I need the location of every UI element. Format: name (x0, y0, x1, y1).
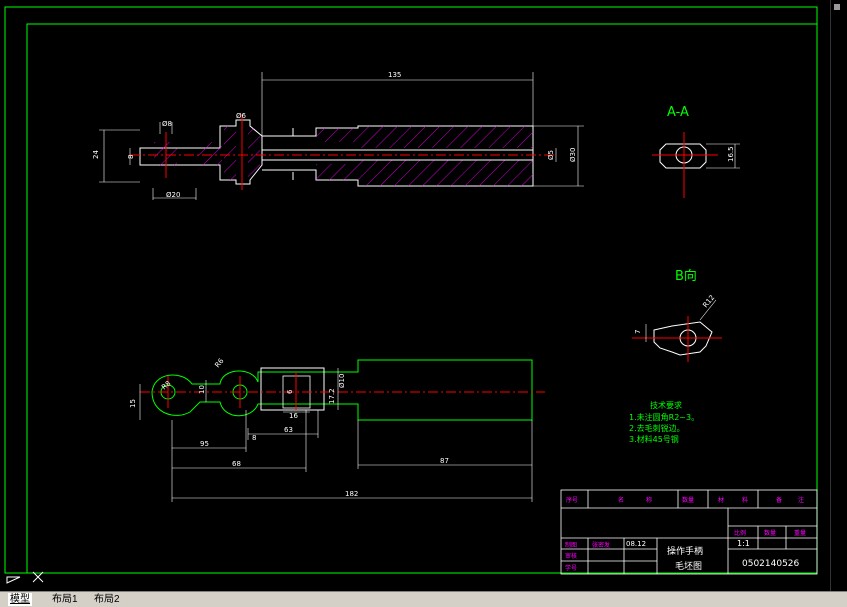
tb-header-name2: 称 (646, 496, 652, 504)
tab-layout1[interactable]: 布局1 (52, 594, 78, 605)
layout-tab-bar: 模型 布局1 布局2 (0, 591, 847, 607)
tb-row-drawn: 制图 (565, 541, 577, 549)
drawing-svg: 135 24 8 Ø8 Ø6 Ø20 Ø30 Ø5 A-A 16.5 B向 R1… (4, 6, 818, 584)
tb-header-mat1: 材 (718, 496, 724, 504)
dim-24: 24 (92, 150, 100, 159)
inner-border (26, 23, 818, 574)
title-block (560, 489, 818, 575)
tb-header-name1: 名 (618, 496, 624, 504)
vertical-scrollbar[interactable] (830, 0, 847, 591)
scroll-thumb[interactable] (834, 4, 840, 10)
tb-part-name: 操作手柄 (667, 545, 703, 557)
tb-drawing-type: 毛坯图 (675, 560, 702, 572)
dim-6: 6 (286, 389, 294, 394)
dim-10: 10 (198, 385, 206, 394)
tb-header-qty: 数量 (682, 496, 694, 504)
tb-designer: 张密发 (592, 541, 610, 549)
note-line-1: 1.未注圆角R2~3。 (629, 412, 699, 422)
dim-r12: R12 (701, 294, 716, 310)
dim-phi30: Ø30 (569, 148, 577, 162)
dim-phi8: Ø8 (162, 120, 172, 128)
dim-r6: R6 (213, 357, 225, 370)
dim-phi20: Ø20 (166, 191, 180, 199)
tab-layout2[interactable]: 布局2 (94, 594, 120, 605)
outer-border (4, 6, 818, 574)
dim-182: 182 (345, 490, 358, 498)
dim-16: 16 (289, 412, 298, 420)
tb-date: 08.12 (626, 540, 646, 548)
tb-scale-header: 比例 (734, 529, 746, 537)
dim-8b: 8 (252, 434, 256, 442)
dim-135: 135 (388, 71, 401, 79)
front-section-view (99, 72, 584, 200)
note-line-3: 3.材料45号钢 (629, 434, 679, 444)
top-view (139, 359, 545, 502)
tb-row-id: 学号 (565, 564, 577, 572)
dim-17-2: 17.2 (328, 388, 336, 404)
dim-15: 15 (129, 399, 137, 408)
dim-95: 95 (200, 440, 209, 448)
tb-header-mat2: 料 (742, 496, 748, 504)
tb-header-rem2: 注 (798, 496, 804, 504)
section-a-a (652, 132, 740, 198)
tb-header-rem1: 备 (776, 496, 782, 504)
dim-phi5: Ø5 (547, 150, 555, 160)
dim-68: 68 (232, 460, 241, 468)
dim-r8: R8 (160, 379, 172, 391)
dim-phi10: Ø10 (338, 374, 346, 388)
view-b-label: B向 (675, 268, 697, 284)
dim-16-5: 16.5 (727, 146, 735, 162)
dim-phi6: Ø6 (236, 112, 247, 120)
dim-63: 63 (284, 426, 293, 434)
ucs-icon (6, 571, 44, 584)
tb-row-checked: 审核 (565, 552, 577, 560)
note-line-2: 2.去毛刺锐边。 (629, 423, 685, 433)
tb-scale-value: 1:1 (737, 539, 750, 548)
dim-8: 8 (127, 155, 135, 159)
dim-87: 87 (440, 457, 449, 465)
tab-model[interactable]: 模型 (8, 593, 32, 606)
dim-7: 7 (634, 330, 642, 334)
view-b (632, 299, 722, 362)
tb-header-no: 序号 (566, 496, 578, 504)
cad-drawing-canvas[interactable]: 135 24 8 Ø8 Ø6 Ø20 Ø30 Ø5 A-A 16.5 B向 R1… (0, 0, 847, 591)
section-a-a-label: A-A (667, 105, 689, 120)
tb-weight-header: 重量 (794, 529, 806, 537)
tb-drawing-no: 0502140526 (742, 559, 800, 569)
tb-qty-header: 数量 (764, 529, 776, 537)
notes-title: 技术要求 (650, 400, 682, 410)
